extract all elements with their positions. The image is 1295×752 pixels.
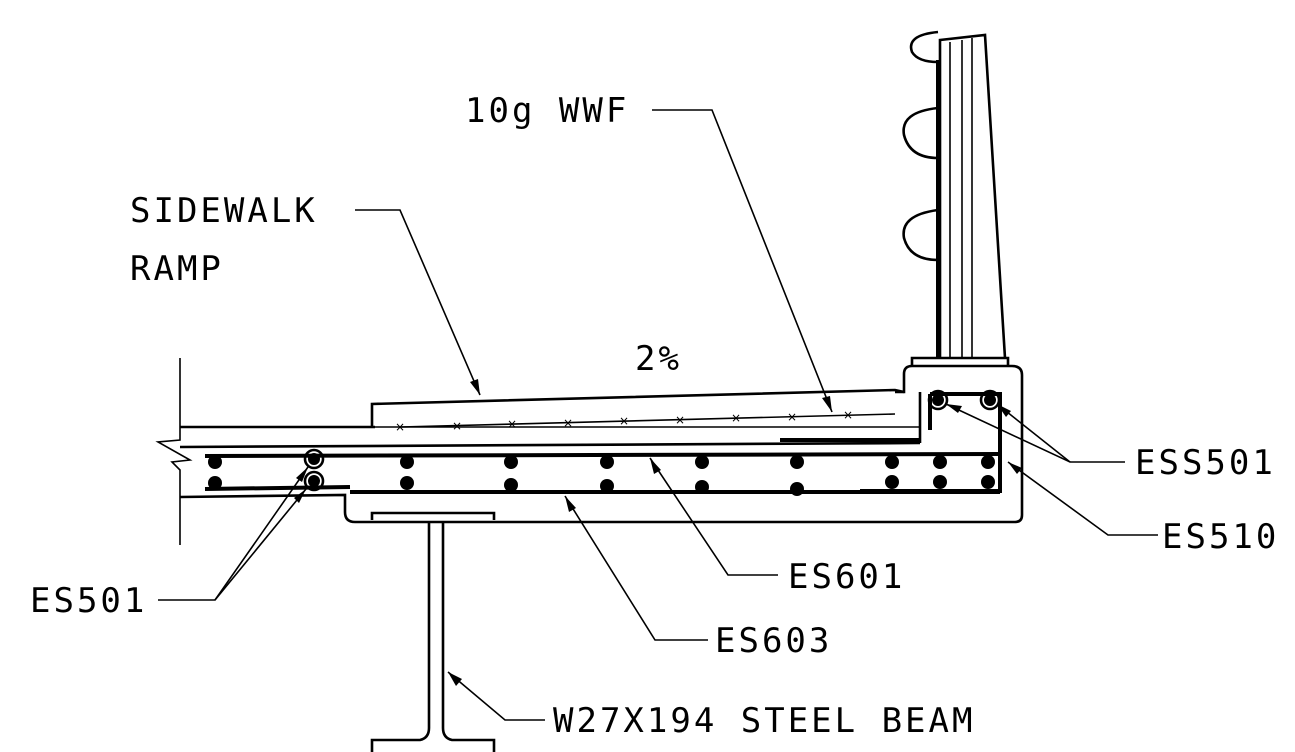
sidewalk-ramp — [370, 388, 920, 428]
es501-label: ES501 — [30, 581, 147, 621]
beam-label: W27X194 STEEL BEAM — [553, 701, 975, 741]
svg-text:×: × — [452, 419, 462, 433]
es603-label: ES603 — [715, 621, 832, 661]
svg-text:×: × — [843, 408, 853, 422]
slope-label: 2% — [635, 339, 682, 379]
wwf-label: 10g WWF — [465, 91, 629, 131]
rebar-lines — [204, 392, 1002, 494]
svg-text:×: × — [395, 420, 405, 434]
svg-text:×: × — [563, 416, 573, 430]
ramp-label: RAMP — [130, 249, 224, 289]
svg-text:×: × — [675, 413, 685, 427]
wwf-mesh-line: × × × × × × × × × — [395, 408, 896, 434]
svg-text:×: × — [731, 411, 741, 425]
es601-label: ES601 — [788, 557, 905, 597]
svg-text:×: × — [787, 410, 797, 424]
ess501-label: ESS501 — [1135, 443, 1276, 483]
leader-lines — [158, 109, 1158, 721]
deck-slab-outline — [179, 364, 1024, 524]
sidewalk-label: SIDEWALK — [130, 191, 318, 231]
break-line — [155, 358, 193, 545]
svg-text:×: × — [619, 414, 629, 428]
es510-label: ES510 — [1162, 517, 1279, 557]
svg-text:×: × — [507, 417, 517, 431]
barrier-railing — [902, 30, 1010, 366]
rebar-dots — [208, 389, 1001, 496]
steel-beam — [370, 511, 496, 752]
